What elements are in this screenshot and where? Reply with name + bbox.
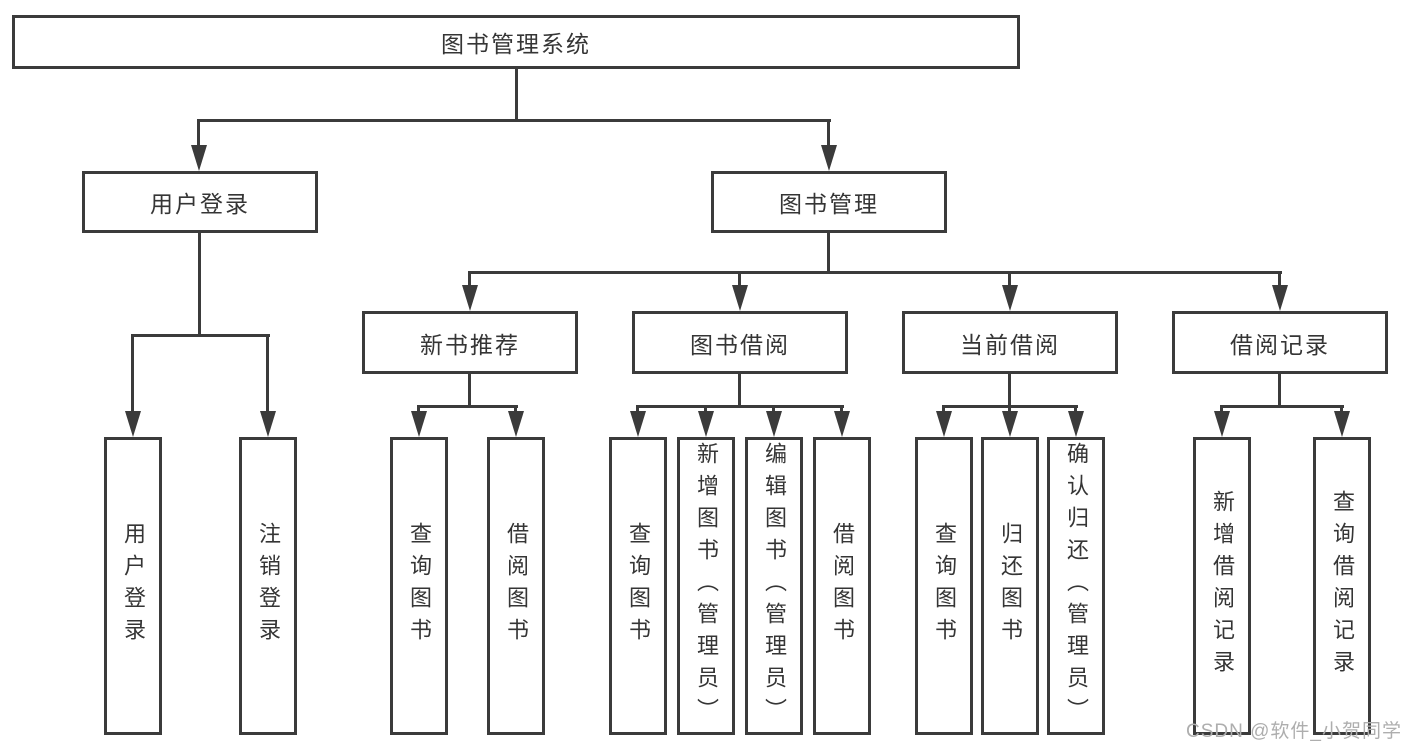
line [738, 374, 741, 407]
leaf-label: 查询图书 [407, 522, 432, 650]
down-arrow-icon [1002, 285, 1018, 311]
leaf-query-books-current: 查询图书 [915, 437, 973, 735]
down-arrow-icon [936, 411, 952, 437]
leaf-add-borrow-record: 新增借阅记录 [1193, 437, 1251, 735]
leaf-return-books: 归还图书 [981, 437, 1039, 735]
line [468, 271, 471, 289]
down-arrow-icon [1214, 411, 1230, 437]
down-arrow-icon [834, 411, 850, 437]
down-arrow-icon [191, 145, 207, 171]
down-arrow-icon [732, 285, 748, 311]
line [468, 271, 1282, 274]
line [636, 405, 844, 408]
line [515, 69, 518, 121]
line [840, 405, 843, 415]
down-arrow-icon [1002, 411, 1018, 437]
leaf-label: 查询图书 [932, 522, 957, 650]
down-arrow-icon [821, 145, 837, 171]
leaf-edit-books-admin: 编辑图书（管理员） [745, 437, 803, 735]
leaf-query-books-borrow: 查询图书 [609, 437, 667, 735]
node-label: 当前借阅 [960, 331, 1060, 358]
node-new-book-recommendation: 新书推荐 [362, 311, 578, 374]
leaf-user-login: 用户登录 [104, 437, 162, 735]
watermark-text: CSDN @软件_小贺同学 [1186, 721, 1402, 742]
line [468, 374, 471, 407]
line [266, 334, 269, 414]
line [704, 405, 707, 415]
line [1220, 405, 1223, 415]
leaf-logout: 注销登录 [239, 437, 297, 735]
node-user-login: 用户登录 [82, 171, 318, 233]
leaf-label: 新增图书（管理员） [694, 442, 719, 730]
down-arrow-icon [1068, 411, 1084, 437]
line [1278, 271, 1281, 289]
leaf-query-books-recommend: 查询图书 [390, 437, 448, 735]
leaf-add-books-admin: 新增图书（管理员） [677, 437, 735, 735]
node-library-management-system: 图书管理系统 [12, 15, 1020, 69]
leaf-query-borrow-record: 查询借阅记录 [1313, 437, 1371, 735]
node-label: 图书借阅 [690, 331, 790, 358]
line [514, 405, 517, 415]
node-label: 用户登录 [150, 191, 250, 217]
line [1008, 374, 1011, 407]
leaf-label: 新增借阅记录 [1210, 490, 1235, 682]
leaf-borrow-books-recommend: 借阅图书 [487, 437, 545, 735]
leaf-label: 注销登录 [256, 522, 281, 650]
line [827, 119, 830, 149]
node-book-borrowing: 图书借阅 [632, 311, 848, 374]
down-arrow-icon [1272, 285, 1288, 311]
down-arrow-icon [462, 285, 478, 311]
leaf-label: 查询图书 [626, 522, 651, 650]
down-arrow-icon [630, 411, 646, 437]
line [198, 233, 201, 337]
line [197, 119, 831, 122]
leaf-label: 归还图书 [998, 522, 1023, 650]
leaf-label: 借阅图书 [830, 522, 855, 650]
down-arrow-icon [125, 411, 141, 437]
node-label: 新书推荐 [420, 331, 520, 358]
line [417, 405, 518, 408]
line [131, 334, 270, 337]
down-arrow-icon [411, 411, 427, 437]
line [131, 334, 134, 414]
down-arrow-icon [766, 411, 782, 437]
leaf-label: 编辑图书（管理员） [762, 442, 787, 730]
leaf-label: 借阅图书 [504, 522, 529, 650]
line [942, 405, 945, 415]
leaf-label: 确认归还（管理员） [1064, 442, 1089, 730]
node-current-borrowing: 当前借阅 [902, 311, 1118, 374]
down-arrow-icon [698, 411, 714, 437]
line [827, 233, 830, 274]
leaf-label: 用户登录 [121, 522, 146, 650]
node-borrowing-records: 借阅记录 [1172, 311, 1388, 374]
line [1220, 405, 1344, 408]
line [417, 405, 420, 415]
line [197, 119, 200, 149]
leaf-label: 查询借阅记录 [1330, 490, 1355, 682]
node-label: 图书管理 [779, 191, 879, 217]
line [1008, 271, 1011, 289]
line [636, 405, 639, 415]
down-arrow-icon [260, 411, 276, 437]
node-label: 借阅记录 [1230, 331, 1330, 358]
leaf-confirm-return-admin: 确认归还（管理员） [1047, 437, 1105, 735]
line [772, 405, 775, 415]
line [1340, 405, 1343, 415]
down-arrow-icon [1334, 411, 1350, 437]
line [738, 271, 741, 289]
line [1008, 405, 1011, 415]
leaf-borrow-books: 借阅图书 [813, 437, 871, 735]
line [1074, 405, 1077, 415]
down-arrow-icon [508, 411, 524, 437]
node-book-management: 图书管理 [711, 171, 947, 233]
node-label: 图书管理系统 [441, 31, 591, 57]
line [1278, 374, 1281, 407]
